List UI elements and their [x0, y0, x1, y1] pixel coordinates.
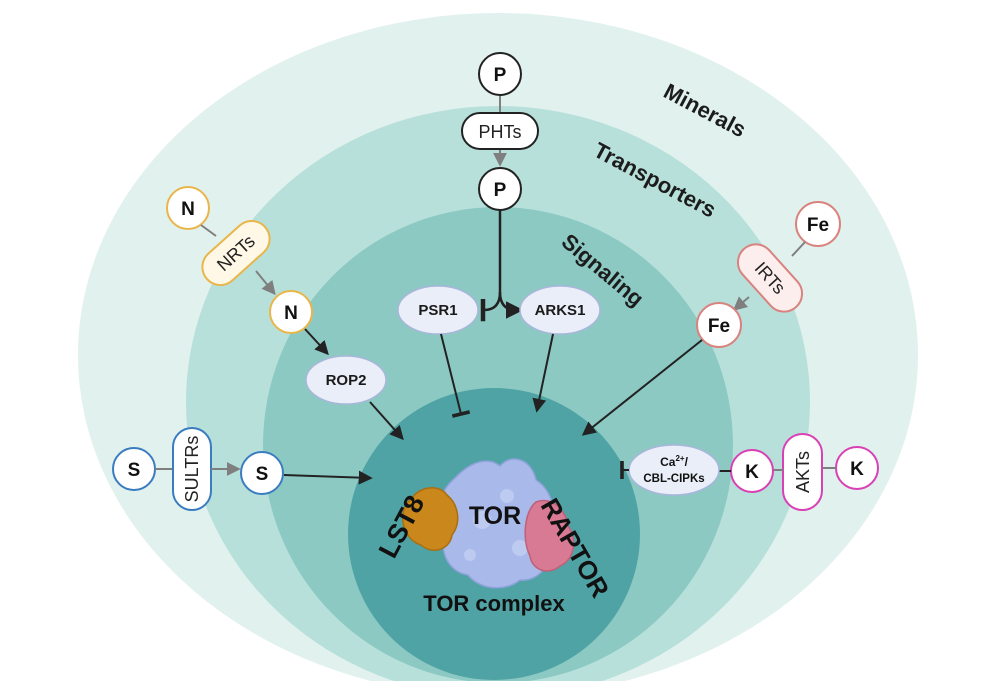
k-outer-label: K: [850, 459, 864, 480]
rop2-label: ROP2: [326, 372, 367, 389]
ca-cbl-cipks-node: [628, 444, 720, 496]
n-outer-label: N: [181, 199, 195, 220]
arks1-label: ARKS1: [535, 302, 586, 319]
s-inner-label: S: [256, 464, 269, 485]
s-to-tor-arrow: [283, 470, 373, 485]
ca-superscript: 2+: [675, 454, 684, 463]
fe-outer-node: [795, 201, 841, 247]
n-inner-node: [269, 290, 313, 334]
arks1-to-tor-arrow: [532, 333, 554, 413]
tor-complex-structure: [401, 458, 575, 589]
s-outer-label: S: [128, 460, 141, 481]
n-outer-node: [166, 186, 210, 230]
k-inner-label: K: [745, 462, 759, 483]
n-to-rop2-arrow: [304, 328, 329, 356]
psr1-to-tor-inhibition: [440, 333, 471, 418]
phts-transporter: [461, 112, 539, 150]
raptor-protein-shape: [524, 499, 575, 572]
tor-complex-title: TOR complex: [423, 591, 565, 616]
akts-label: AKTs: [793, 451, 813, 493]
p-outer-node: [478, 52, 522, 96]
rop2-node: [305, 355, 387, 405]
fe-inner-label: Fe: [708, 316, 730, 337]
ca-cbl-cipks-line1: Ca2+/: [660, 454, 688, 469]
p-inner-label: P: [494, 180, 507, 201]
phts-label: PHTs: [478, 122, 521, 142]
n-inner-label: N: [284, 303, 298, 324]
rop2-to-tor-arrow: [369, 401, 404, 441]
psr1-label: PSR1: [418, 302, 457, 319]
irts-transporter: IRTs: [736, 243, 804, 313]
akts-transporter: [782, 433, 823, 511]
tor-label: TOR: [469, 502, 521, 530]
nrts-to-n-arrow: [255, 270, 276, 296]
psr1-node: [397, 285, 479, 335]
fe-inner-node: [696, 302, 742, 348]
irts-to-fe-arrow: [732, 296, 750, 311]
fe-to-irts-connector: [791, 241, 806, 257]
ca-cbl-cipks-line2: CBL-CIPKs: [643, 473, 704, 485]
s-inner-node: [240, 451, 284, 495]
fe-outer-label: Fe: [807, 215, 829, 236]
p-outer-label: P: [494, 65, 507, 86]
n-to-nrts-connector: [200, 224, 217, 237]
sultrs-label: SULTRs: [182, 436, 202, 503]
p-to-arks1-activation: [498, 291, 524, 319]
lst8-protein-shape: [401, 487, 459, 551]
arks1-node: [519, 285, 601, 335]
fe-to-tor-arrow: [581, 339, 703, 436]
